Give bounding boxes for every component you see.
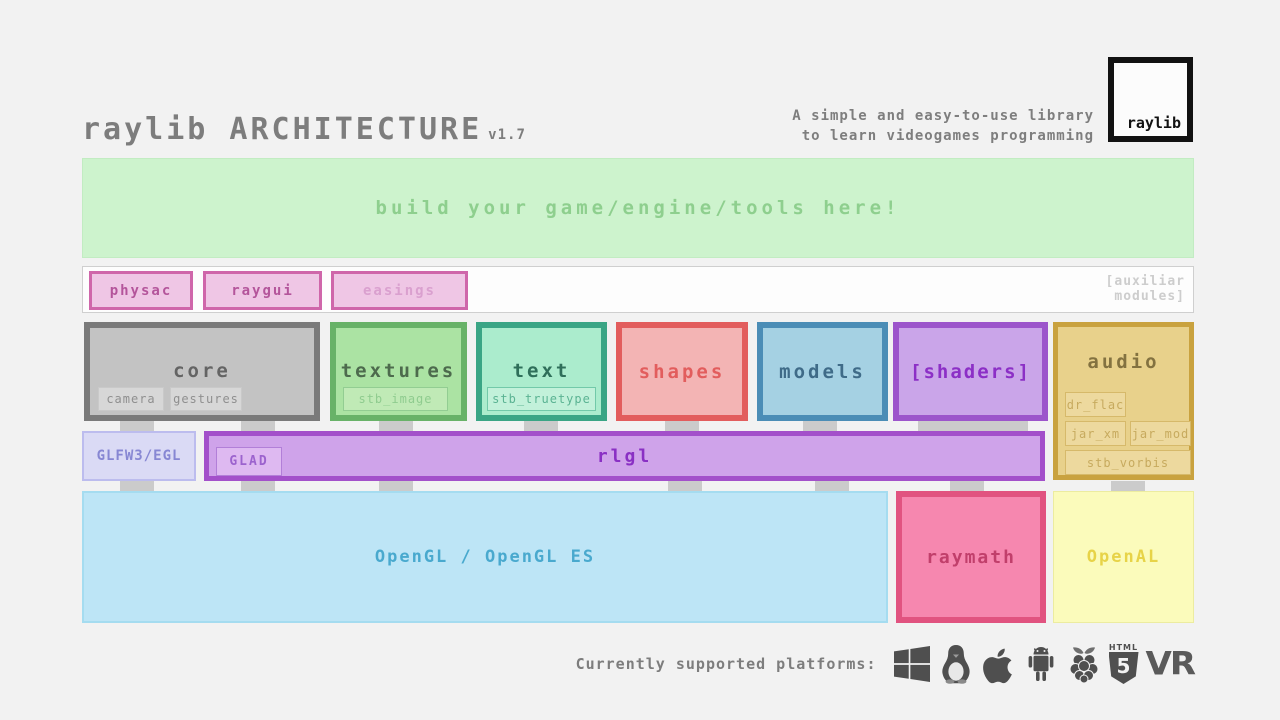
connector bbox=[803, 421, 837, 431]
html5-icon-number: 5 bbox=[1116, 654, 1131, 678]
module-textures: textures stb_image bbox=[330, 322, 467, 421]
module-textures-label: textures bbox=[340, 360, 457, 382]
connector bbox=[379, 481, 413, 491]
module-raygui-label: raygui bbox=[231, 282, 294, 299]
html5-icon-shield: 5 bbox=[1108, 652, 1139, 684]
connector bbox=[665, 421, 699, 431]
submodule-jar-mod: jar_mod bbox=[1130, 421, 1191, 446]
module-physac: physac bbox=[89, 271, 193, 310]
connector bbox=[918, 421, 1028, 431]
submodule-stb-truetype: stb_truetype bbox=[487, 387, 596, 411]
connector bbox=[120, 481, 154, 491]
module-core-label: core bbox=[173, 360, 231, 382]
module-opengl-label: OpenGL / OpenGL ES bbox=[374, 547, 596, 567]
module-shapes: shapes bbox=[616, 322, 748, 421]
aux-modules-caption: [auxiliar modules] bbox=[1106, 274, 1185, 304]
connector bbox=[241, 481, 275, 491]
platforms-footer: Currently supported platforms: bbox=[560, 638, 1196, 690]
module-shapes-label: shapes bbox=[638, 360, 726, 383]
tagline: A simple and easy-to-use library to lear… bbox=[792, 106, 1094, 146]
module-audio-label: audio bbox=[1087, 351, 1160, 373]
aux-caption-line-2: modules] bbox=[1114, 289, 1185, 304]
linux-tux-icon bbox=[939, 644, 973, 684]
module-shaders: [shaders] bbox=[893, 322, 1048, 421]
vr-icon: VR bbox=[1145, 645, 1196, 683]
raspberry-pi-icon bbox=[1066, 644, 1102, 684]
module-models-label: models bbox=[779, 360, 866, 383]
version-label: v1.7 bbox=[488, 127, 526, 143]
connector bbox=[120, 421, 154, 431]
tagline-line-2: to learn videogames programming bbox=[801, 128, 1094, 144]
html5-icon-text: HTML bbox=[1108, 643, 1139, 652]
module-easings: easings bbox=[331, 271, 468, 310]
module-raymath: raymath bbox=[896, 491, 1046, 623]
connector bbox=[950, 481, 984, 491]
build-banner: build your game/engine/tools here! bbox=[82, 158, 1194, 258]
windows-icon bbox=[892, 646, 932, 682]
submodule-gestures: gestures bbox=[170, 387, 242, 411]
submodule-jar-xm: jar_xm bbox=[1065, 421, 1126, 446]
connector bbox=[241, 421, 275, 431]
module-text-label: text bbox=[512, 360, 571, 382]
module-glfw3-egl: GLFW3/EGL bbox=[82, 431, 196, 481]
connector bbox=[815, 481, 849, 491]
aux-caption-line-1: [auxiliar bbox=[1105, 274, 1185, 289]
module-openal-label: OpenAL bbox=[1086, 547, 1161, 567]
module-glfw3-egl-label: GLFW3/EGL bbox=[96, 448, 182, 464]
html5-icon: HTML 5 bbox=[1108, 643, 1139, 684]
module-rlgl-label: rlgl bbox=[596, 445, 653, 467]
module-openal: OpenAL bbox=[1053, 491, 1194, 623]
submodule-camera: camera bbox=[98, 387, 164, 411]
module-easings-label: easings bbox=[362, 282, 436, 299]
build-banner-label: build your game/engine/tools here! bbox=[375, 197, 901, 219]
tagline-line-1: A simple and easy-to-use library bbox=[792, 108, 1094, 124]
page-title: raylib ARCHITECTURE bbox=[82, 112, 483, 147]
module-models: models bbox=[757, 322, 888, 421]
raylib-logo-text: raylib bbox=[1126, 114, 1181, 132]
submodule-stb-image: stb_image bbox=[343, 387, 448, 411]
module-rlgl: rlgl GLAD bbox=[204, 431, 1045, 481]
module-opengl: OpenGL / OpenGL ES bbox=[82, 491, 888, 623]
module-raymath-label: raymath bbox=[926, 546, 1016, 568]
submodule-glad: GLAD bbox=[216, 447, 282, 476]
apple-icon bbox=[980, 644, 1016, 684]
submodule-stb-vorbis: stb_vorbis bbox=[1065, 450, 1191, 475]
module-physac-label: physac bbox=[109, 282, 173, 299]
module-raygui: raygui bbox=[203, 271, 322, 310]
android-icon bbox=[1023, 644, 1059, 684]
module-core: core camera gestures bbox=[84, 322, 320, 421]
raylib-logo: raylib bbox=[1108, 57, 1193, 142]
connector bbox=[1111, 481, 1145, 491]
platforms-label: Currently supported platforms: bbox=[575, 655, 877, 673]
module-shaders-label: [shaders] bbox=[910, 360, 1031, 383]
submodule-dr-flac: dr_flac bbox=[1065, 392, 1126, 417]
connector bbox=[524, 421, 558, 431]
connector bbox=[379, 421, 413, 431]
module-text: text stb_truetype bbox=[476, 322, 607, 421]
connector bbox=[668, 481, 702, 491]
header: raylib ARCHITECTURE v1.7 bbox=[82, 112, 526, 147]
aux-modules-row: physac raygui easings [auxiliar modules] bbox=[82, 266, 1194, 313]
module-audio: audio dr_flac jar_xm jar_mod stb_vorbis bbox=[1053, 322, 1194, 480]
